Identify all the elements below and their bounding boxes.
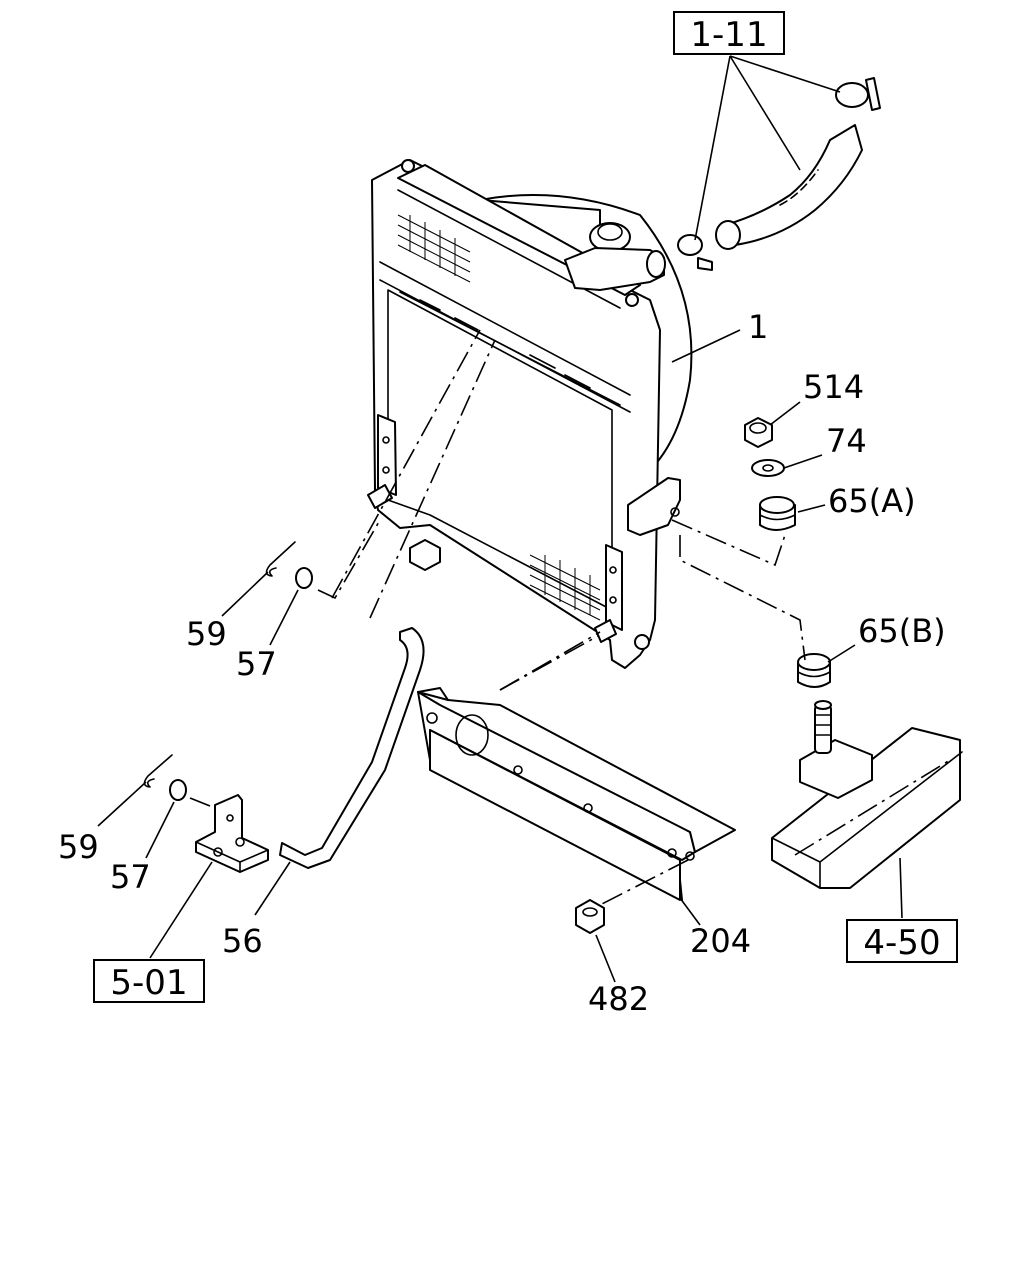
- callout-57-lower: 57: [110, 858, 151, 896]
- right-mounting-bracket: [605, 544, 623, 631]
- filler-cap: [589, 222, 631, 252]
- cushion-65a: [759, 496, 796, 531]
- washer-74: [751, 459, 785, 477]
- left-mounting-bracket: [377, 414, 397, 496]
- upper-outlet-pipe: [564, 247, 665, 291]
- hose-bracket: [195, 794, 269, 873]
- left-drain-cock: [367, 484, 393, 509]
- lower-fin-grille: [529, 554, 601, 621]
- radiator-assembly: [367, 159, 693, 669]
- frame-crossmember: [771, 700, 963, 889]
- callout-204: 204: [690, 922, 751, 960]
- callout-65b: 65(B): [858, 612, 946, 650]
- washer-57-upper: [295, 567, 313, 589]
- ref-label-4-50: 4-50: [863, 923, 940, 963]
- clip-59-lower: [143, 754, 173, 788]
- callout-65a: 65(A): [828, 482, 916, 520]
- callout-1: 1: [748, 308, 768, 346]
- nut-514: [744, 417, 773, 448]
- callout-56: 56: [222, 922, 263, 960]
- bottom-outlet: [409, 539, 441, 571]
- callout-59-upper: 59: [186, 615, 227, 653]
- ref-label-5-01: 5-01: [110, 963, 187, 1003]
- baffle-plate-204: [417, 687, 736, 901]
- callout-514: 514: [803, 368, 864, 406]
- washer-57-lower: [169, 779, 187, 801]
- drain-hose-56: [279, 627, 425, 869]
- side-mount-plate: [627, 477, 681, 536]
- upper-hose-clamp: [835, 82, 869, 108]
- upper-hose-kit: [677, 77, 881, 271]
- upper-hose: [724, 124, 863, 246]
- callout-57-upper: 57: [236, 645, 277, 683]
- ref-label-1-11: 1-11: [690, 15, 767, 55]
- callout-74: 74: [826, 422, 867, 460]
- ref-box-4-50: [846, 919, 958, 963]
- cushion-65b: [797, 653, 831, 688]
- ref-box-5-01: [93, 959, 205, 1003]
- nut-482: [575, 899, 605, 934]
- callout-482: 482: [588, 980, 649, 1018]
- callout-59-lower: 59: [58, 828, 99, 866]
- ref-box-1-11: [673, 11, 785, 55]
- clip-59-upper: [265, 541, 296, 577]
- right-drain-cock: [594, 619, 617, 643]
- upper-fin-grille: [397, 214, 471, 283]
- lower-hose-clamp: [677, 234, 703, 256]
